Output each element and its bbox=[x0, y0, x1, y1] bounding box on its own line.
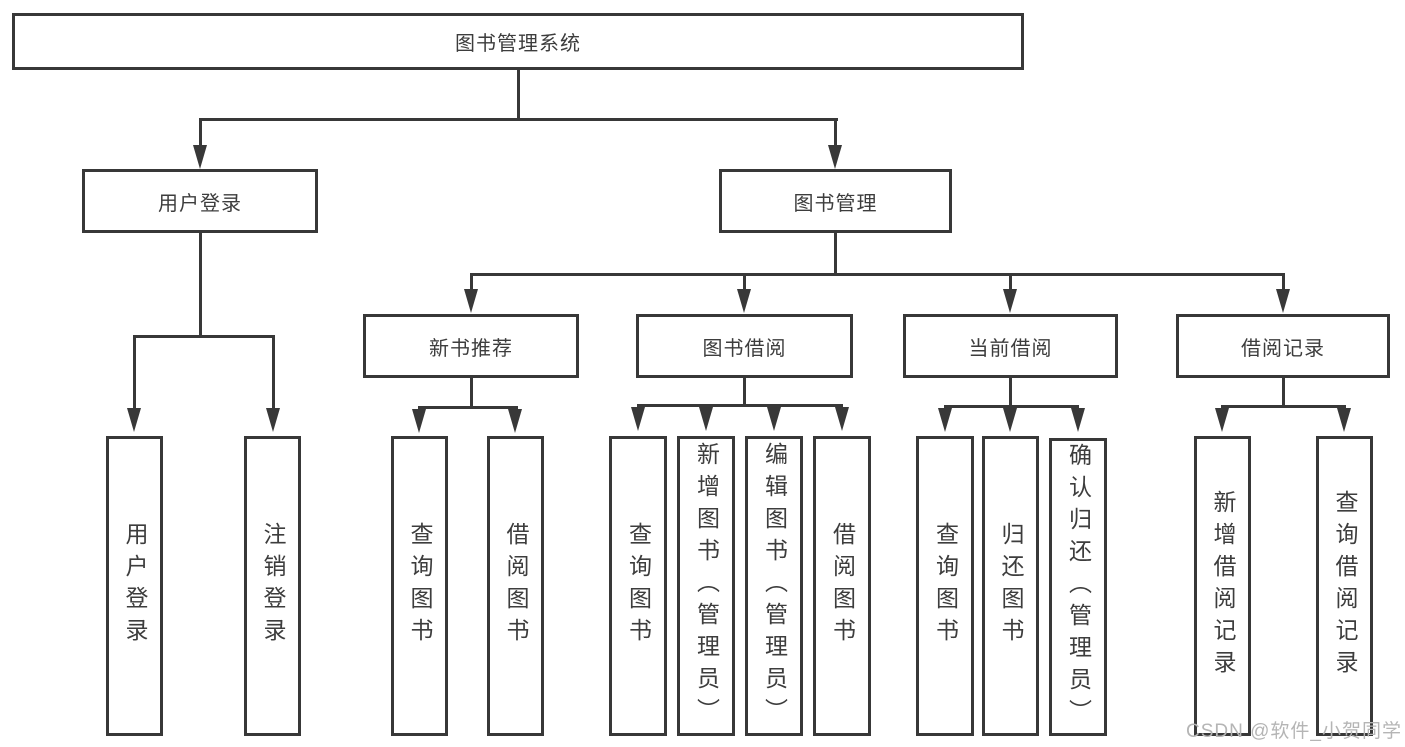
connector-book-management-stem bbox=[834, 233, 837, 273]
leaf-borrow-books: 借阅图书 bbox=[813, 436, 871, 736]
arrow-into-book-borrow bbox=[737, 289, 751, 313]
connector-new-book-drop bbox=[470, 273, 473, 291]
node-root-label: 图书管理系统 bbox=[455, 33, 581, 55]
arrow-into-user-login bbox=[193, 145, 207, 169]
connector-current-borrow-rail bbox=[944, 405, 1079, 408]
node-current-borrow-label: 当前借阅 bbox=[968, 337, 1053, 360]
connector-book-borrow-rail bbox=[637, 404, 843, 407]
connector-borrow-records-drop bbox=[1282, 273, 1285, 291]
arrow-into-new-book-recommend bbox=[464, 289, 478, 313]
arrow-into-leaf-add-book-admin bbox=[699, 407, 713, 431]
node-book-management-label: 图书管理 bbox=[793, 192, 878, 215]
leaf-borrow-books-recommend: 借阅图书 bbox=[487, 436, 544, 736]
leaf-query-books-recommend-label: 查询图书 bbox=[407, 522, 433, 650]
leaf-query-books-current-label: 查询图书 bbox=[932, 522, 959, 650]
node-borrow-records-label: 借阅记录 bbox=[1241, 337, 1325, 360]
arrow-into-leaf-query-books-recommend bbox=[412, 409, 426, 433]
node-user-login: 用户登录 bbox=[82, 169, 318, 233]
leaf-query-books-recommend: 查询图书 bbox=[391, 436, 448, 736]
node-new-book-recommend: 新书推荐 bbox=[363, 314, 579, 378]
leaf-borrow-books-recommend-label: 借阅图书 bbox=[503, 522, 529, 650]
connector-borrow-records-rail bbox=[1221, 405, 1346, 408]
connector-book-borrow-drop bbox=[743, 273, 746, 291]
connector-borrow-records-stem bbox=[1282, 378, 1285, 408]
leaf-user-login: 用户登录 bbox=[106, 436, 163, 736]
node-root: 图书管理系统 bbox=[12, 13, 1024, 70]
leaf-edit-book-admin-label: 编辑图书（管理员） bbox=[761, 442, 788, 730]
arrow-into-leaf-add-borrow-record bbox=[1215, 408, 1229, 432]
leaf-query-borrow-record-label: 查询借阅记录 bbox=[1332, 490, 1358, 682]
connector-book-borrow-stem bbox=[743, 378, 746, 407]
arrow-into-leaf-user-login bbox=[127, 408, 141, 432]
leaf-add-book-admin-label: 新增图书（管理员） bbox=[693, 442, 720, 730]
node-book-management: 图书管理 bbox=[719, 169, 952, 233]
node-new-book-recommend-label: 新书推荐 bbox=[429, 337, 513, 360]
arrow-into-book-management bbox=[828, 145, 842, 169]
connector-leaf-user-login-drop bbox=[133, 335, 136, 409]
connector-root-stem bbox=[517, 70, 520, 118]
leaf-confirm-return-admin-label: 确认归还（管理员） bbox=[1065, 443, 1092, 731]
leaf-logout: 注销登录 bbox=[244, 436, 301, 736]
arrow-into-borrow-records bbox=[1276, 289, 1290, 313]
node-user-login-label: 用户登录 bbox=[158, 192, 242, 215]
leaf-add-borrow-record: 新增借阅记录 bbox=[1194, 436, 1251, 736]
leaf-add-book-admin: 新增图书（管理员） bbox=[677, 436, 735, 736]
leaf-add-borrow-record-label: 新增借阅记录 bbox=[1210, 490, 1236, 682]
arrow-into-leaf-query-borrow-record bbox=[1337, 408, 1351, 432]
connector-leaf-logout-drop bbox=[272, 335, 275, 409]
leaf-return-book: 归还图书 bbox=[982, 436, 1039, 736]
arrow-into-current-borrow bbox=[1003, 289, 1017, 313]
arrow-into-leaf-edit-book-admin bbox=[767, 407, 781, 431]
arrow-into-leaf-logout bbox=[266, 408, 280, 432]
leaf-logout-label: 注销登录 bbox=[260, 522, 286, 650]
connector-new-book-rail bbox=[418, 406, 518, 409]
connector-user-login-stem bbox=[199, 233, 202, 335]
connector-book-management-drop bbox=[834, 118, 837, 146]
leaf-query-borrow-record: 查询借阅记录 bbox=[1316, 436, 1373, 736]
node-borrow-records: 借阅记录 bbox=[1176, 314, 1390, 378]
arrow-into-leaf-query-books-current bbox=[938, 408, 952, 432]
arrow-into-leaf-borrow-books-recommend bbox=[508, 409, 522, 433]
leaf-confirm-return-admin: 确认归还（管理员） bbox=[1049, 438, 1107, 736]
arrow-into-leaf-query-books-borrow bbox=[631, 407, 645, 431]
leaf-user-login-label: 用户登录 bbox=[122, 522, 148, 650]
leaf-query-books-borrow: 查询图书 bbox=[609, 436, 667, 736]
node-book-borrow: 图书借阅 bbox=[636, 314, 853, 378]
csdn-watermark: CSDN @软件_小贺同学 bbox=[1186, 721, 1402, 742]
arrow-into-leaf-borrow-books bbox=[835, 407, 849, 431]
connector-current-borrow-stem bbox=[1009, 378, 1012, 408]
leaf-query-books-borrow-label: 查询图书 bbox=[625, 522, 652, 650]
connector-user-login-drop bbox=[199, 118, 202, 146]
connector-user-login-rail bbox=[133, 335, 275, 338]
leaf-borrow-books-label: 借阅图书 bbox=[829, 522, 856, 650]
node-book-borrow-label: 图书借阅 bbox=[702, 337, 787, 360]
leaf-edit-book-admin: 编辑图书（管理员） bbox=[745, 436, 803, 736]
connector-level3-rail bbox=[470, 273, 1284, 276]
connector-level2-rail bbox=[199, 118, 838, 121]
leaf-return-book-label: 归还图书 bbox=[998, 522, 1024, 650]
arrow-into-leaf-return-book bbox=[1003, 408, 1017, 432]
arrow-into-leaf-confirm-return-admin bbox=[1071, 408, 1085, 432]
leaf-query-books-current: 查询图书 bbox=[916, 436, 974, 736]
node-current-borrow: 当前借阅 bbox=[903, 314, 1118, 378]
connector-new-book-stem bbox=[470, 378, 473, 409]
connector-current-borrow-drop bbox=[1009, 273, 1012, 291]
